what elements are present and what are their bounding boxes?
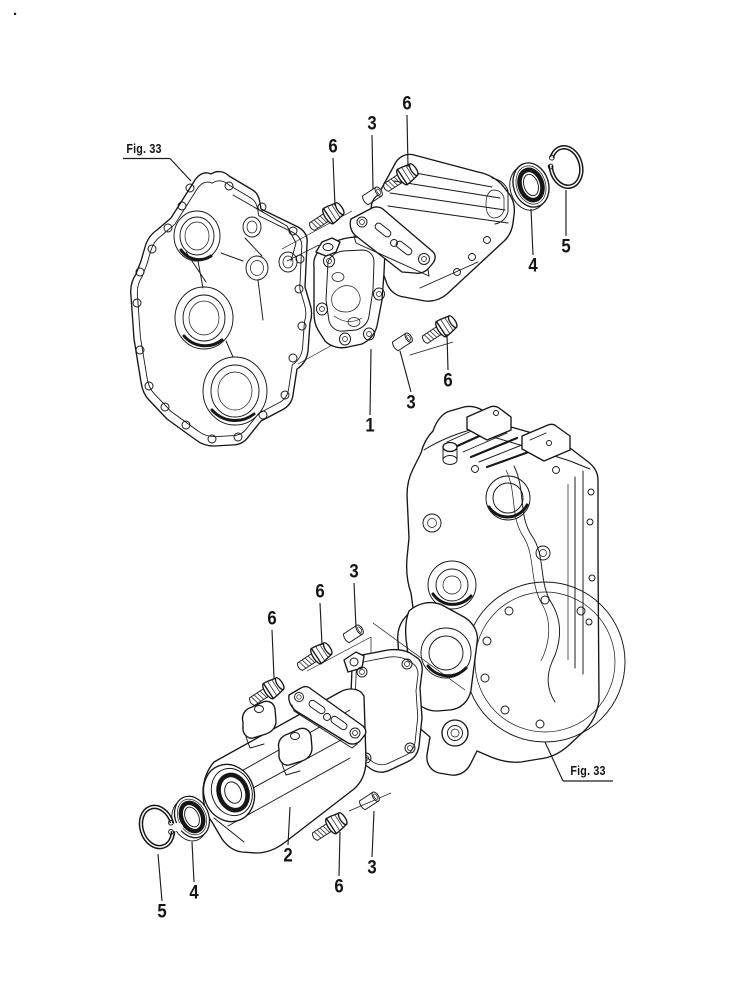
callout-label-6-10: 6: [267, 608, 277, 630]
cover-bolt-holes: [132, 181, 307, 444]
bracket-flange-holes: [316, 254, 385, 346]
callout-leader-14: [191, 841, 195, 883]
figure-ref-lines: [123, 157, 613, 782]
callout-label-6-9: 6: [315, 581, 325, 603]
callout-leader-9: [319, 602, 323, 646]
figure-ref-bottom: Fig. 33: [570, 764, 606, 778]
callout-leader-lines: [157, 114, 567, 902]
callout-leader-5: [446, 333, 449, 371]
callout-label-4-14: 4: [189, 882, 199, 904]
callout-leader-10: [271, 629, 275, 679]
lower-gear-case-drawing: [397, 405, 626, 776]
callout-leader-15: [157, 853, 163, 902]
callout-label-6-5: 6: [443, 370, 453, 392]
upper-gear-case-cover-drawing: [130, 170, 313, 447]
snap-ring-upper: [538, 145, 584, 189]
corner-mark: .: [13, 2, 18, 19]
callout-label-6-0: 6: [402, 93, 412, 115]
callout-leader-1: [371, 134, 374, 190]
callout-leader-0: [406, 114, 409, 168]
callout-leader-12: [338, 831, 341, 877]
callout-label-5-15: 5: [157, 901, 167, 923]
callout-label-1-7: 1: [365, 415, 375, 437]
callout-label-2-11: 2: [283, 845, 293, 867]
callout-leader-13: [371, 810, 375, 858]
callout-leader-6: [399, 350, 412, 393]
callout-label-4-4: 4: [528, 255, 538, 277]
callout-leader-8: [353, 582, 357, 629]
callout-leader-2: [332, 157, 336, 207]
lower-axle-case-assembly-drawing: [202, 648, 423, 854]
callout-label-3-1: 3: [367, 113, 377, 135]
flange-bolt-holes: [480, 595, 586, 729]
callout-label-3-8: 3: [349, 561, 359, 583]
figure-ref-top: Fig. 33: [126, 142, 162, 156]
callout-leader-7: [369, 348, 372, 416]
callout-label-6-2: 6: [328, 136, 338, 158]
tube-clamp-bosses: [241, 700, 313, 776]
callout-label-3-13: 3: [367, 857, 377, 879]
callout-label-5-3: 5: [561, 236, 571, 258]
upper-axle-case-assembly-drawing: [313, 153, 516, 349]
snap-ring-lower: [138, 804, 184, 850]
callout-leader-11: [287, 806, 291, 846]
callout-label-6-12: 6: [334, 876, 344, 898]
callout-leader-4: [530, 208, 534, 256]
callout-label-3-6: 3: [406, 392, 416, 414]
